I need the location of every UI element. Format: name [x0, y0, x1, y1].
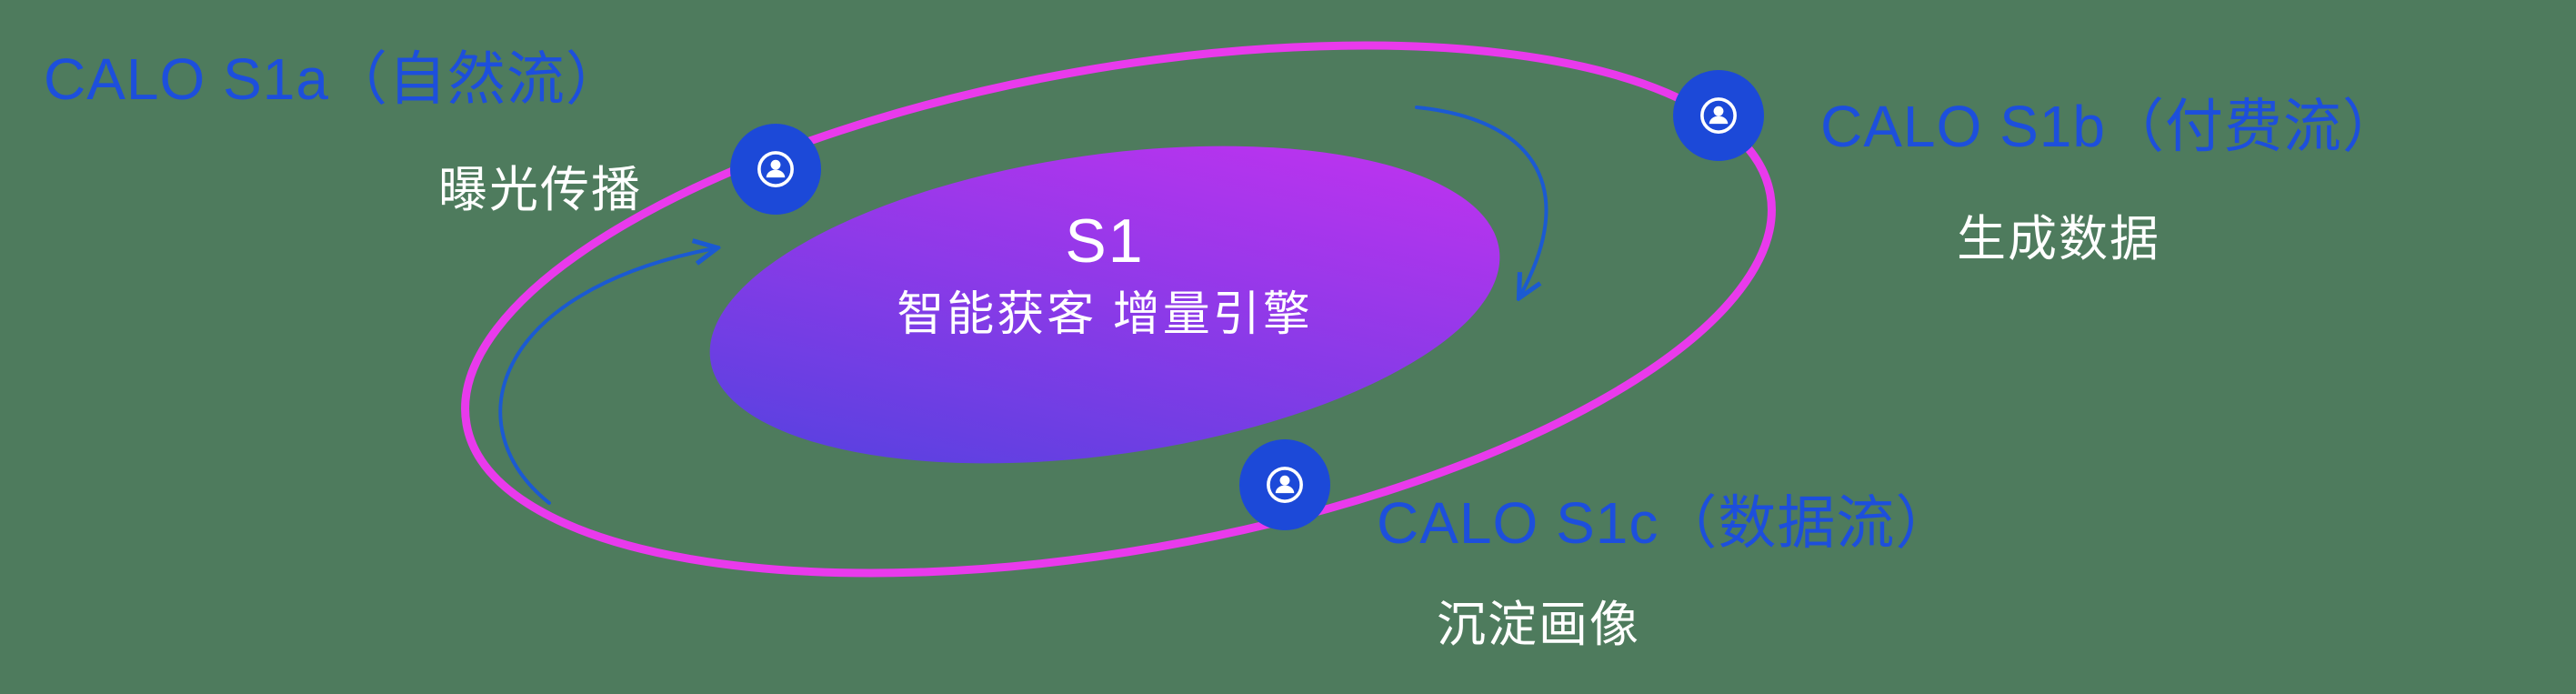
core-subtitle: 智能获客 增量引擎: [897, 288, 1313, 341]
core-ellipse: [709, 146, 1500, 464]
node-s1c: [1239, 439, 1330, 530]
user-icon: [1692, 89, 1745, 142]
orbit-ring: [461, 41, 1776, 578]
node-s1b: [1673, 70, 1764, 161]
flow-arrow-left: [498, 248, 715, 505]
node-s1a: [730, 124, 821, 215]
node-sublabel-s1b: 生成数据: [1957, 212, 2160, 267]
user-icon: [1258, 458, 1311, 511]
node-label-s1a: CALO S1a（自然流）: [44, 46, 625, 112]
core-title: S1: [1065, 206, 1145, 276]
node-sublabel-s1a: 曝光传播: [438, 163, 642, 217]
node-sublabel-s1c: 沉淀画像: [1437, 598, 1640, 652]
user-icon: [749, 143, 802, 196]
flow-arrow-right: [1415, 106, 1549, 296]
core-text: S1 智能获客 增量引擎: [741, 202, 1468, 349]
node-label-s1c: CALO S1c（数据流）: [1377, 490, 1955, 556]
node-label-s1b: CALO S1b（付费流）: [1820, 94, 2401, 159]
